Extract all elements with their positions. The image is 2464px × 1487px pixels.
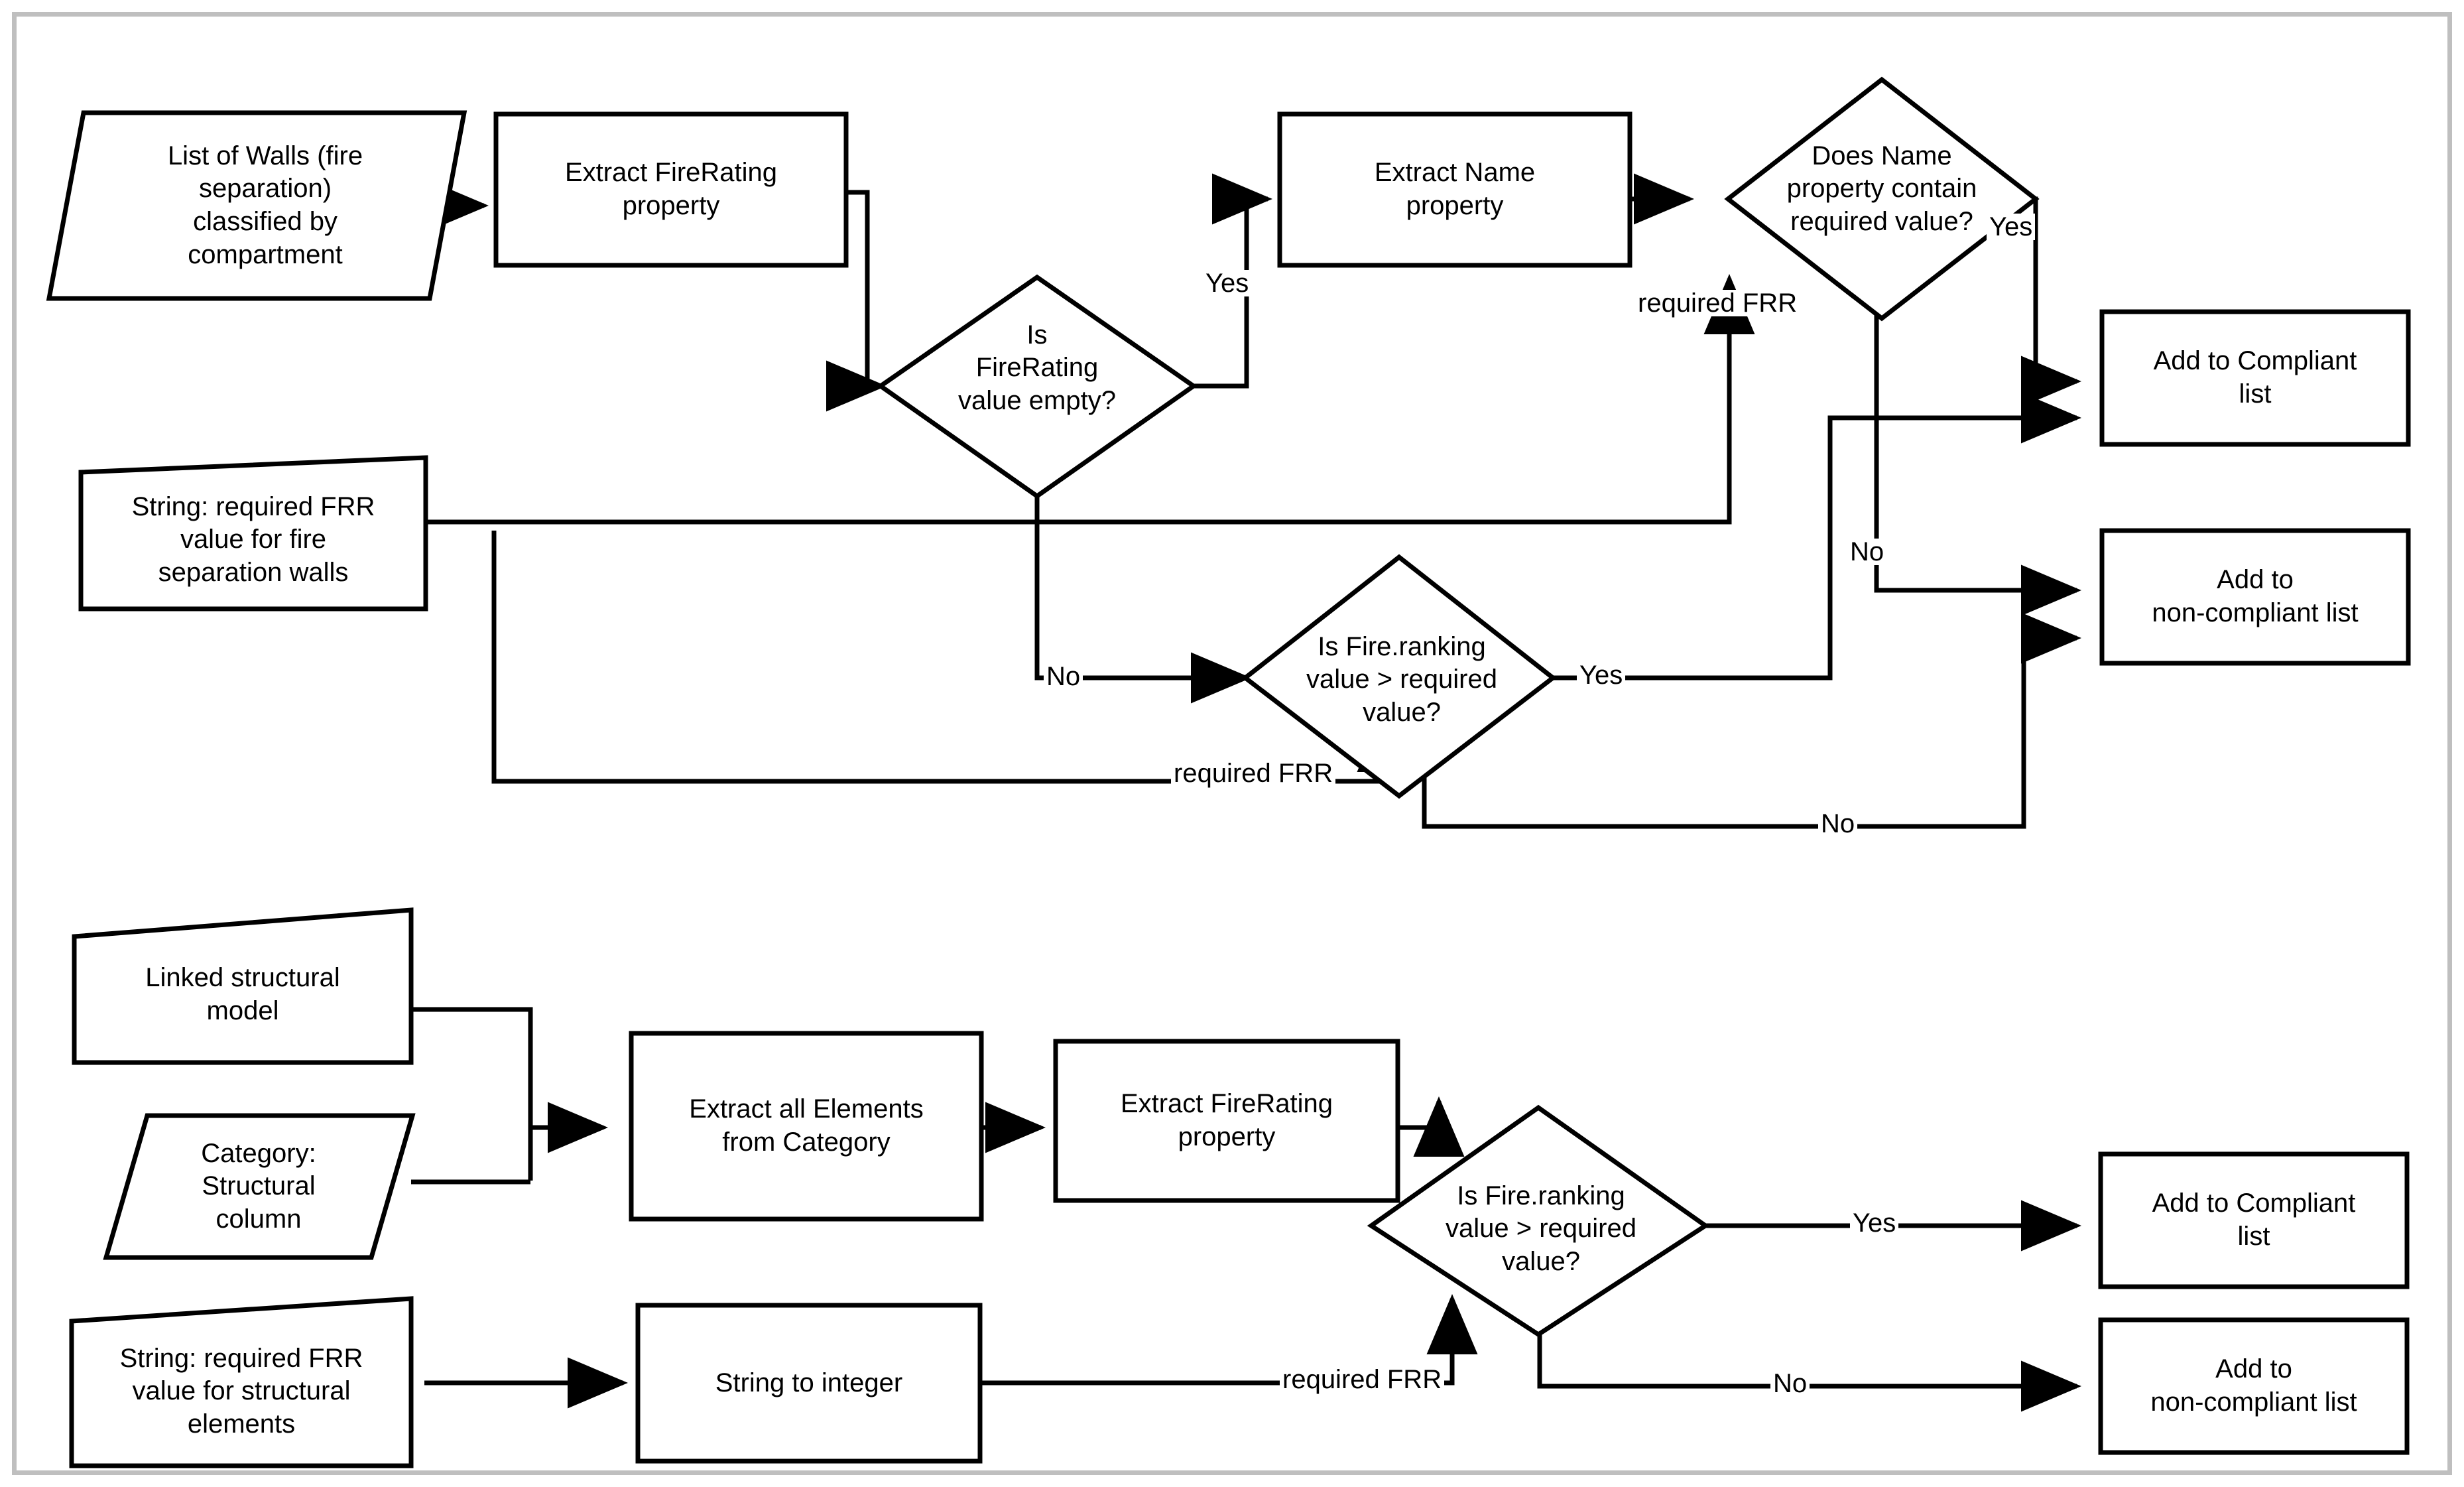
- node-list-of-walls-shape: [46, 110, 467, 301]
- edge-label-name-contain-yes: Yes: [1987, 214, 2036, 240]
- node-add-noncompliant-2-shape: [2098, 1317, 2410, 1455]
- node-string-to-integer-shape: [635, 1303, 983, 1464]
- node-extract-name-shape: [1277, 111, 1632, 268]
- node-is-firerating-empty-shape: [876, 274, 1198, 499]
- node-extract-all-elements-shape: [629, 1031, 984, 1222]
- node-is-ranking-gt-1-shape: [1241, 554, 1557, 799]
- node-add-noncompliant-1-shape: [2099, 528, 2411, 666]
- edge-label-required-frr-to-ranking-2: required FRR: [1280, 1366, 1445, 1393]
- edge-label-firerating-empty-no: No: [1044, 663, 1083, 690]
- edge-label-ranking-1-yes: Yes: [1577, 662, 1626, 688]
- edge-label-required-frr-to-ranking-1: required FRR: [1171, 760, 1336, 787]
- edge-label-ranking-2-no: No: [1770, 1370, 1810, 1397]
- edge-label-ranking-2-yes: Yes: [1850, 1210, 1899, 1236]
- node-add-compliant-1-shape: [2099, 309, 2411, 447]
- node-linked-structural-model-shape: [72, 907, 414, 1065]
- node-is-ranking-gt-2-shape: [1367, 1104, 1710, 1338]
- node-does-name-contain-shape: [1724, 76, 2040, 322]
- node-extract-firerating-2-shape: [1053, 1039, 1400, 1203]
- node-add-compliant-2-shape: [2098, 1151, 2410, 1289]
- edge-label-ranking-1-no: No: [1818, 810, 1858, 837]
- node-string-frr-structural-shape: [69, 1296, 414, 1468]
- node-extract-firerating-1-shape: [493, 111, 849, 268]
- node-category-structural-column-shape: [103, 1113, 416, 1260]
- edge-label-name-contain-no: No: [1847, 539, 1887, 565]
- node-string-frr-walls-shape: [78, 455, 428, 612]
- edge-label-firerating-empty-yes: Yes: [1203, 270, 1252, 296]
- edge-label-required-frr-to-name: required FRR: [1635, 290, 1800, 316]
